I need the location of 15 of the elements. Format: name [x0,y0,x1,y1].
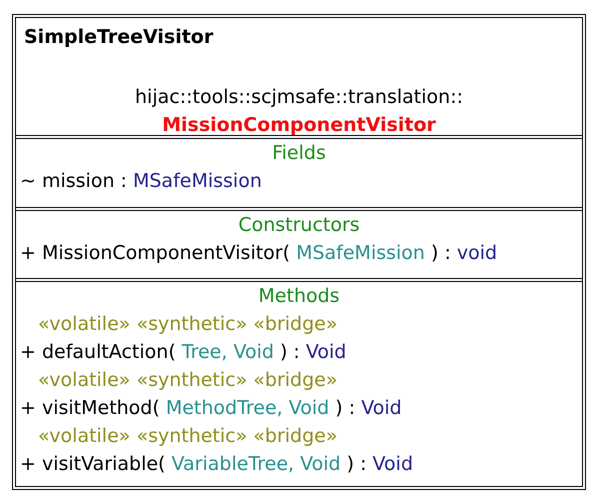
attribute-text: ~ mission : MSafeMission [20,169,262,194]
method-text: + visitMethod( MethodTree, Void ) : Void [20,396,402,421]
compartment-heading: Constructors [238,213,360,238]
class-name: MissionComponentVisitor [162,113,436,138]
method-text: + defaultAction( Tree, Void ) : Void [20,340,346,365]
compartment-heading: Methods [258,284,340,309]
constructor-text: + MissionComponentVisitor( MSafeMission ) : void [20,241,498,266]
stereotype-text: «volatile» «synthetic» «bridge» [38,312,338,337]
package-path: hijac::tools::scjmsafe::translation:: [135,85,463,110]
class-title: SimpleTreeVisitor [24,25,214,50]
stereotype-text: «volatile» «synthetic» «bridge» [38,368,338,393]
class-box [12,14,586,490]
method-text: + visitVariable( VariableTree, Void ) : Void [20,452,414,477]
stereotype-text: «volatile» «synthetic» «bridge» [38,424,338,449]
compartment-heading: Fields [272,141,326,166]
